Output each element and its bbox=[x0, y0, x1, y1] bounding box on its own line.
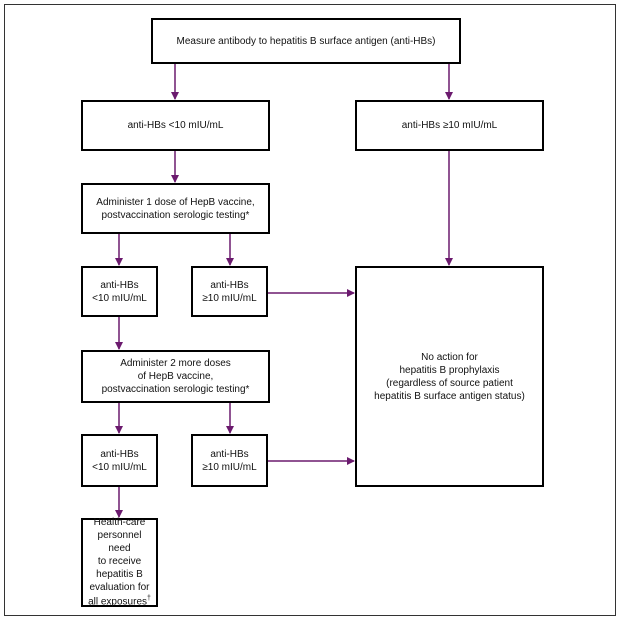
anti-hbs-low-text-3: anti-HBs <10 mIU/mL bbox=[92, 448, 147, 473]
administer-one-dose-text: Administer 1 dose of HepB vaccine, postv… bbox=[96, 196, 255, 221]
health-care-personnel-main: Health-care personnel need to receive he… bbox=[88, 517, 150, 608]
health-care-personnel-text: Health-care personnel need to receive he… bbox=[87, 516, 152, 608]
no-action-box: No action for hepatitis B prophylaxis (r… bbox=[355, 266, 544, 487]
administer-one-dose-box: Administer 1 dose of HepB vaccine, postv… bbox=[81, 183, 270, 234]
health-care-personnel-box: Health-care personnel need to receive he… bbox=[81, 516, 158, 608]
anti-hbs-high-box-1: anti-HBs ≥10 mIU/mL bbox=[355, 100, 544, 151]
no-action-text: No action for hepatitis B prophylaxis (r… bbox=[374, 351, 525, 402]
anti-hbs-low-box-2: anti-HBs <10 mIU/mL bbox=[81, 266, 158, 317]
dagger-footnote-mark: † bbox=[147, 595, 151, 603]
anti-hbs-high-box-2: anti-HBs ≥10 mIU/mL bbox=[191, 266, 268, 317]
measure-antibody-box: Measure antibody to hepatitis B surface … bbox=[151, 18, 461, 64]
anti-hbs-high-text-2: anti-HBs ≥10 mIU/mL bbox=[202, 279, 257, 304]
anti-hbs-low-text-1: anti-HBs <10 mIU/mL bbox=[127, 120, 224, 131]
anti-hbs-low-box-3: anti-HBs <10 mIU/mL bbox=[81, 434, 158, 487]
anti-hbs-high-text-3: anti-HBs ≥10 mIU/mL bbox=[202, 448, 257, 473]
administer-two-doses-text: Administer 2 more doses of HepB vaccine,… bbox=[101, 358, 250, 395]
measure-antibody-text: Measure antibody to hepatitis B surface … bbox=[176, 35, 436, 47]
anti-hbs-high-box-3: anti-HBs ≥10 mIU/mL bbox=[191, 434, 268, 487]
anti-hbs-low-text-2: anti-HBs <10 mIU/mL bbox=[92, 279, 147, 304]
figure-frame bbox=[4, 4, 616, 616]
anti-hbs-high-text-1: anti-HBs ≥10 mIU/mL bbox=[401, 120, 498, 131]
anti-hbs-low-box-1: anti-HBs <10 mIU/mL bbox=[81, 100, 270, 151]
administer-two-doses-box: Administer 2 more doses of HepB vaccine,… bbox=[81, 350, 270, 403]
